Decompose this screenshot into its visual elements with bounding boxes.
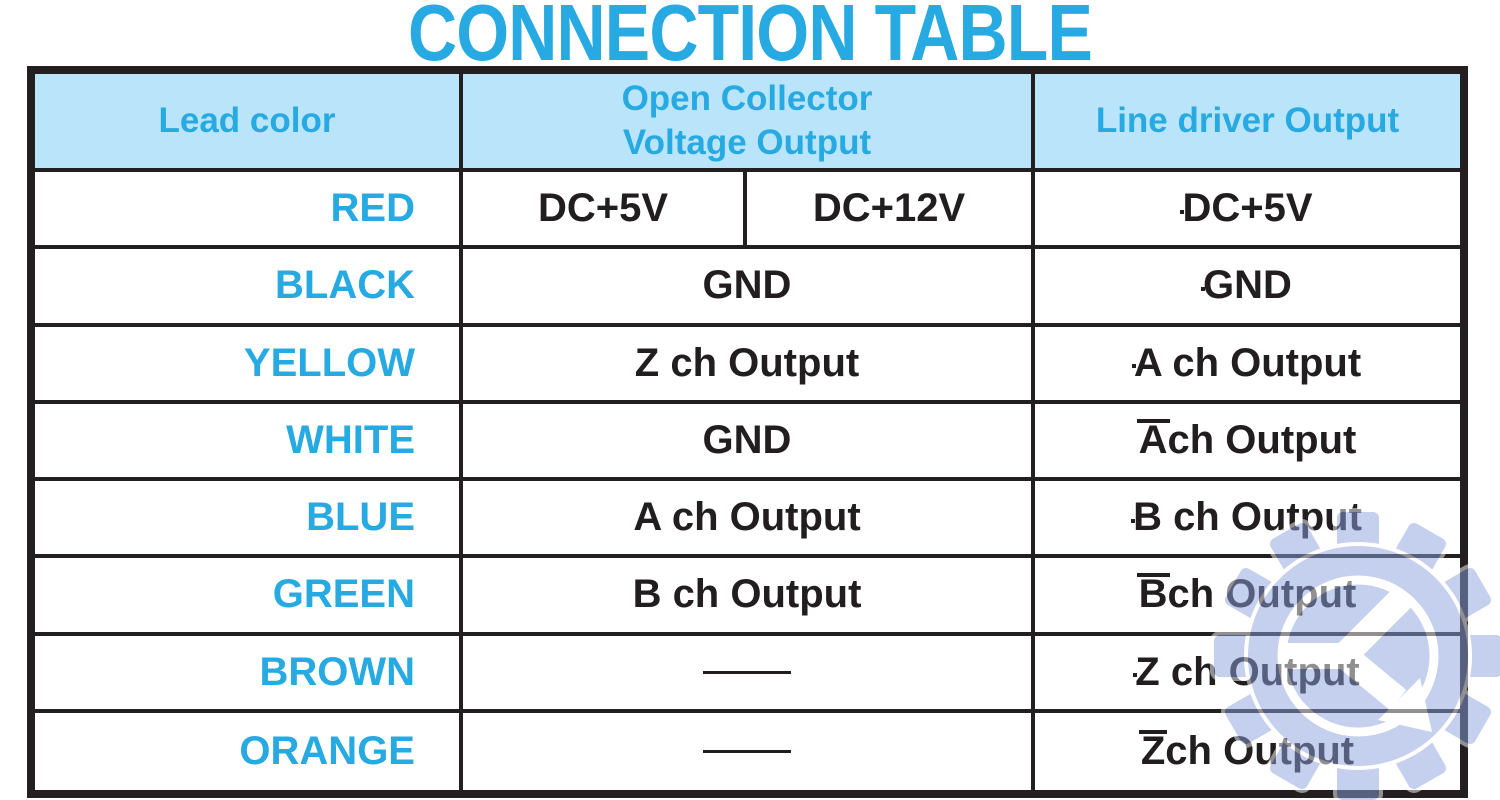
overline-letter: A: [1136, 417, 1170, 462]
open-collector-cell: B ch Output: [463, 558, 1035, 636]
dash-placeholder: [703, 749, 791, 753]
header-line-driver-label: Line driver Output: [1095, 101, 1400, 140]
lead-color-cell: WHITE: [35, 403, 463, 481]
open-collector-value: GND: [702, 417, 792, 462]
lead-color-cell: ORANGE: [35, 712, 463, 790]
lead-color-value: BLUE: [306, 495, 415, 540]
page-title: CONNECTION TABLE: [407, 0, 1093, 77]
open-collector-cell: [463, 712, 1035, 790]
open-collector-cell: DC+5V DC+12V: [463, 172, 1035, 250]
header-open-collector-line2: Voltage Output: [622, 123, 872, 162]
lead-color-value: ORANGE: [239, 728, 415, 773]
dash-placeholder: [703, 670, 791, 674]
open-collector-cell: GND: [463, 249, 1035, 327]
lead-color-value: YELLOW: [243, 340, 415, 385]
overline-letter: B: [1136, 572, 1170, 617]
header-lead-color: Lead color: [35, 74, 463, 172]
open-collector-value: Z ch Output: [634, 340, 860, 385]
line-driver-value: ch Output: [1167, 572, 1357, 617]
line-driver-value: Z ch Output: [1135, 649, 1360, 694]
lead-color-cell: GREEN: [35, 558, 463, 636]
lead-color-value: WHITE: [286, 417, 415, 462]
line-driver-value: ch Output: [1165, 728, 1355, 773]
open-collector-12v: DC+12V: [812, 186, 966, 231]
header-lead-color-label: Lead color: [158, 101, 336, 140]
line-driver-value: GND: [1203, 263, 1292, 308]
header-line-driver: Line driver Output: [1035, 74, 1460, 172]
lead-color-cell: BLUE: [35, 481, 463, 559]
open-collector-value: A ch Output: [633, 495, 861, 540]
open-collector-cell: Z ch Output: [463, 326, 1035, 404]
open-collector-cell: GND: [463, 403, 1035, 481]
overline-letter: Z: [1138, 728, 1168, 773]
header-open-collector-line1: Open Collector: [621, 79, 873, 118]
line-driver-cell: A ch Output: [1035, 327, 1460, 404]
open-collector-value: B ch Output: [632, 572, 862, 617]
lead-color-value: BLACK: [275, 263, 415, 308]
open-collector-value: GND: [702, 263, 792, 308]
line-driver-cell: B ch Output: [1035, 558, 1460, 636]
lead-color-cell: BROWN: [35, 635, 463, 713]
lead-color-cell: BLACK: [35, 249, 463, 327]
open-collector-cell: A ch Output: [463, 481, 1035, 559]
line-driver-cell: A ch Output: [1035, 404, 1460, 481]
lead-color-value: BROWN: [259, 649, 415, 694]
line-driver-value: DC+5V: [1182, 186, 1313, 231]
line-driver-value: ch Output: [1167, 417, 1357, 462]
header-open-collector: Open Collector Voltage Output: [463, 74, 1035, 172]
line-driver-cell: GND: [1035, 249, 1460, 327]
lead-color-cell: RED: [35, 172, 463, 250]
line-driver-cell: B ch Output: [1035, 481, 1460, 559]
line-driver-cell: Z ch Output: [1035, 636, 1460, 713]
lead-color-cell: YELLOW: [35, 326, 463, 404]
lead-color-value: RED: [330, 186, 415, 231]
connection-table: Lead color Open Collector Voltage Output…: [27, 66, 1468, 798]
open-collector-cell: [463, 635, 1035, 713]
line-driver-cell: DC+5V: [1035, 172, 1460, 250]
line-driver-value: B ch Output: [1133, 495, 1362, 540]
line-driver-cell: Z ch Output: [1035, 713, 1460, 790]
line-driver-value: A ch Output: [1133, 340, 1362, 385]
lead-color-value: GREEN: [272, 572, 415, 617]
open-collector-5v: DC+5V: [463, 172, 747, 246]
